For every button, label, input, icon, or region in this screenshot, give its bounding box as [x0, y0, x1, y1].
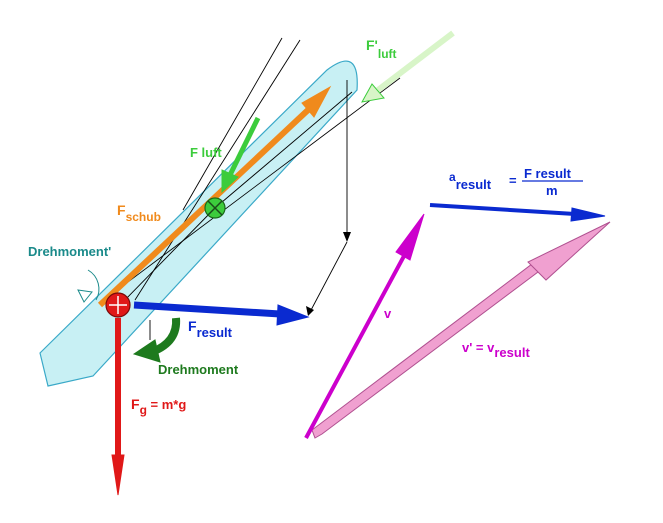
- thrust-arrowhead: [301, 85, 332, 118]
- diagonal-line-2: [214, 91, 353, 209]
- label-drehmoment: Drehmoment: [158, 362, 239, 377]
- label-f-g-main: F: [131, 396, 140, 412]
- acceleration-shaft: [429, 203, 576, 216]
- label-v: v: [384, 306, 392, 321]
- air-force-shaft: [227, 116, 261, 177]
- torque-arrowhead: [132, 339, 161, 363]
- torque-prime-arc: [87, 269, 100, 301]
- label-f-luft-prime: F'luft: [366, 37, 397, 61]
- label-v-prime-sub: result: [494, 345, 530, 360]
- axis-line-lower: [182, 37, 283, 211]
- label-f-result: Fresult: [188, 318, 233, 340]
- label-f-luft-prime-sub: luft: [378, 47, 397, 61]
- label-f-g-rest: = m*g: [147, 397, 186, 412]
- acceleration-arrowhead: [570, 207, 606, 222]
- label-a-result-main: a: [449, 170, 456, 184]
- label-f-result-main: F: [188, 318, 197, 334]
- diagonal-line: [99, 77, 401, 304]
- label-a-result: aresult: [449, 170, 492, 192]
- label-a-denominator: m: [546, 183, 558, 198]
- label-drehmoment-prime: Drehmoment': [28, 244, 111, 259]
- construction-arrowhead: [306, 306, 314, 316]
- thrust-arrow-shaft: [97, 107, 311, 308]
- label-f-luft-prime-main: F': [366, 37, 378, 53]
- gravity-arrowhead: [111, 454, 125, 496]
- label-f-g-sub: g: [140, 403, 147, 417]
- air-force-prime-shaft: [376, 30, 455, 93]
- label-f-schub-sub: schub: [126, 210, 161, 224]
- label-a-equals: =: [509, 173, 517, 188]
- resultant-force-shaft: [133, 301, 281, 318]
- label-f-g: Fg = m*g: [131, 396, 186, 417]
- label-f-luft: F luft: [190, 145, 222, 160]
- air-force-prime-arrowhead: [361, 83, 385, 103]
- resultant-force-arrowhead: [276, 304, 310, 326]
- vertical-line-arrowhead: [343, 232, 351, 242]
- label-a-result-sub: result: [456, 177, 492, 192]
- air-force-arrowhead: [221, 169, 239, 194]
- air-point-cross-2: [207, 200, 223, 216]
- label-a-numerator: F result: [524, 166, 572, 181]
- velocity-arrowhead: [395, 213, 425, 261]
- label-f-result-sub: result: [197, 325, 233, 340]
- lower-lever-line: [119, 207, 216, 306]
- construction-line: [309, 241, 348, 313]
- velocity-new-arrowhead: [527, 221, 611, 281]
- torque-prime-arrowhead: [77, 289, 93, 303]
- label-f-schub: Fschub: [117, 202, 161, 224]
- label-f-schub-main: F: [117, 202, 126, 218]
- label-v-prime-main: v' = v: [462, 340, 495, 355]
- label-v-prime: v' = vresult: [462, 340, 530, 360]
- velocity-shaft: [304, 255, 406, 439]
